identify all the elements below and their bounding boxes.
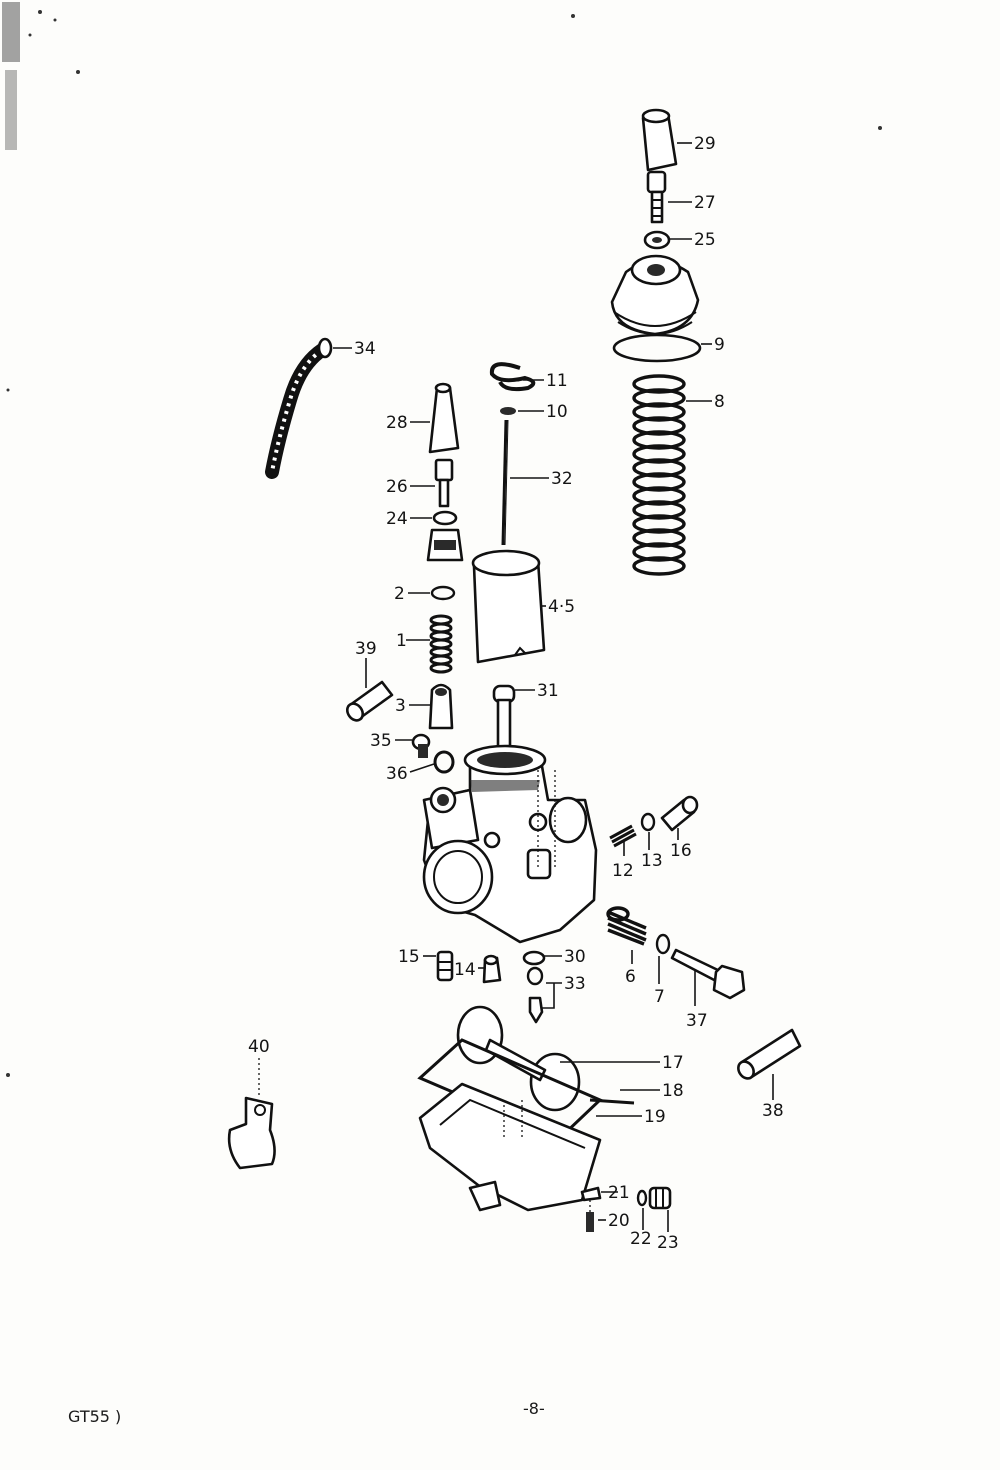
callout-12: 12 <box>612 861 634 881</box>
part-31-needle-jet <box>492 684 516 760</box>
part-7-o-ring <box>655 933 671 955</box>
part-12-spring <box>609 824 637 848</box>
part-3-plunger <box>428 683 454 730</box>
part-22-washer <box>636 1189 648 1207</box>
part-11-needle-clip <box>489 362 536 392</box>
part-8-spring <box>632 374 686 576</box>
callout-14: 14 <box>454 960 476 980</box>
part-13-o-ring <box>640 812 656 832</box>
model-code: GT55 ) <box>68 1407 122 1426</box>
part-25-nut <box>643 230 671 250</box>
part-10-retainer <box>500 407 516 415</box>
part-26-adjuster <box>434 458 454 508</box>
part-27-adjuster-screw <box>646 170 667 224</box>
part-6-spring <box>606 906 647 946</box>
part-9-gasket <box>612 333 702 363</box>
callout-8: 8 <box>714 392 725 412</box>
leader-lines <box>258 142 774 1232</box>
callout-28: 28 <box>386 413 408 433</box>
part-40-clamp <box>227 1096 276 1170</box>
part-4-5-throttle-valve <box>471 549 546 664</box>
part-1-spring <box>429 614 453 674</box>
part-28-cap <box>428 382 460 454</box>
callout-24: 24 <box>386 509 408 529</box>
part-15-pilot-jet <box>436 950 454 982</box>
callout-9: 9 <box>714 335 725 355</box>
callout-15: 15 <box>398 947 420 967</box>
float-bowl <box>418 1082 602 1212</box>
callout-29: 29 <box>694 134 716 154</box>
callout-36: 36 <box>386 764 408 784</box>
part-33-float-needle <box>526 966 544 1024</box>
part-16-pilot-screw <box>660 795 699 832</box>
part-37-throttle-stop-screw <box>670 948 746 1000</box>
callout-35: 35 <box>370 731 392 751</box>
callout-11: 11 <box>546 371 568 391</box>
callout-18: 18 <box>662 1081 684 1101</box>
part-39-tube <box>345 680 394 722</box>
callout-33: 33 <box>564 974 586 994</box>
callout-39: 39 <box>355 639 377 659</box>
callout-20: 20 <box>608 1211 630 1231</box>
part-23-bolt <box>648 1186 672 1210</box>
part-32-jet-needle <box>501 419 509 546</box>
callout-23: 23 <box>657 1233 679 1253</box>
part-21-bolt <box>580 1186 602 1202</box>
callout-2: 2 <box>394 584 405 604</box>
callout-16: 16 <box>670 841 692 861</box>
callout-30: 30 <box>564 947 586 967</box>
callout-6: 6 <box>625 967 636 987</box>
callout-32: 32 <box>551 469 573 489</box>
callout-22: 22 <box>630 1229 652 1249</box>
callout-31: 31 <box>537 681 559 701</box>
part-20-drain-plug <box>586 1212 594 1232</box>
callout-21: 21 <box>608 1183 630 1203</box>
part-2-o-ring <box>430 585 456 601</box>
page-number: -8- <box>523 1399 545 1418</box>
callout-3: 3 <box>395 696 406 716</box>
part-29-cap <box>641 108 678 172</box>
callout-27: 27 <box>694 193 716 213</box>
callout-26: 26 <box>386 477 408 497</box>
callout-17: 17 <box>662 1053 684 1073</box>
carburetor-body <box>422 744 598 944</box>
part-30-float-valve-seat <box>522 950 546 966</box>
callout-19: 19 <box>644 1107 666 1127</box>
scan-noise <box>2 2 882 1077</box>
callout-labels: 29 27 25 9 8 34 11 10 32 28 26 24 2 1 39… <box>248 134 784 1253</box>
callout-10: 10 <box>546 402 568 422</box>
callout-25: 25 <box>694 230 716 250</box>
part-38-tube <box>737 1028 802 1080</box>
mixing-chamber-cap <box>610 254 700 336</box>
callout-4-5: 4·5 <box>548 597 575 617</box>
callout-13: 13 <box>641 851 663 871</box>
callout-37: 37 <box>686 1011 708 1031</box>
part-36-washer <box>433 750 455 774</box>
part-14-main-jet <box>482 954 502 984</box>
callout-7: 7 <box>654 987 665 1007</box>
part-24-nut <box>426 510 464 562</box>
callout-40: 40 <box>248 1037 270 1057</box>
part-35-screw <box>411 733 431 758</box>
callout-38: 38 <box>762 1101 784 1121</box>
callout-1: 1 <box>396 631 407 651</box>
callout-34: 34 <box>354 339 376 359</box>
part-34-fuel-hose <box>265 337 333 479</box>
